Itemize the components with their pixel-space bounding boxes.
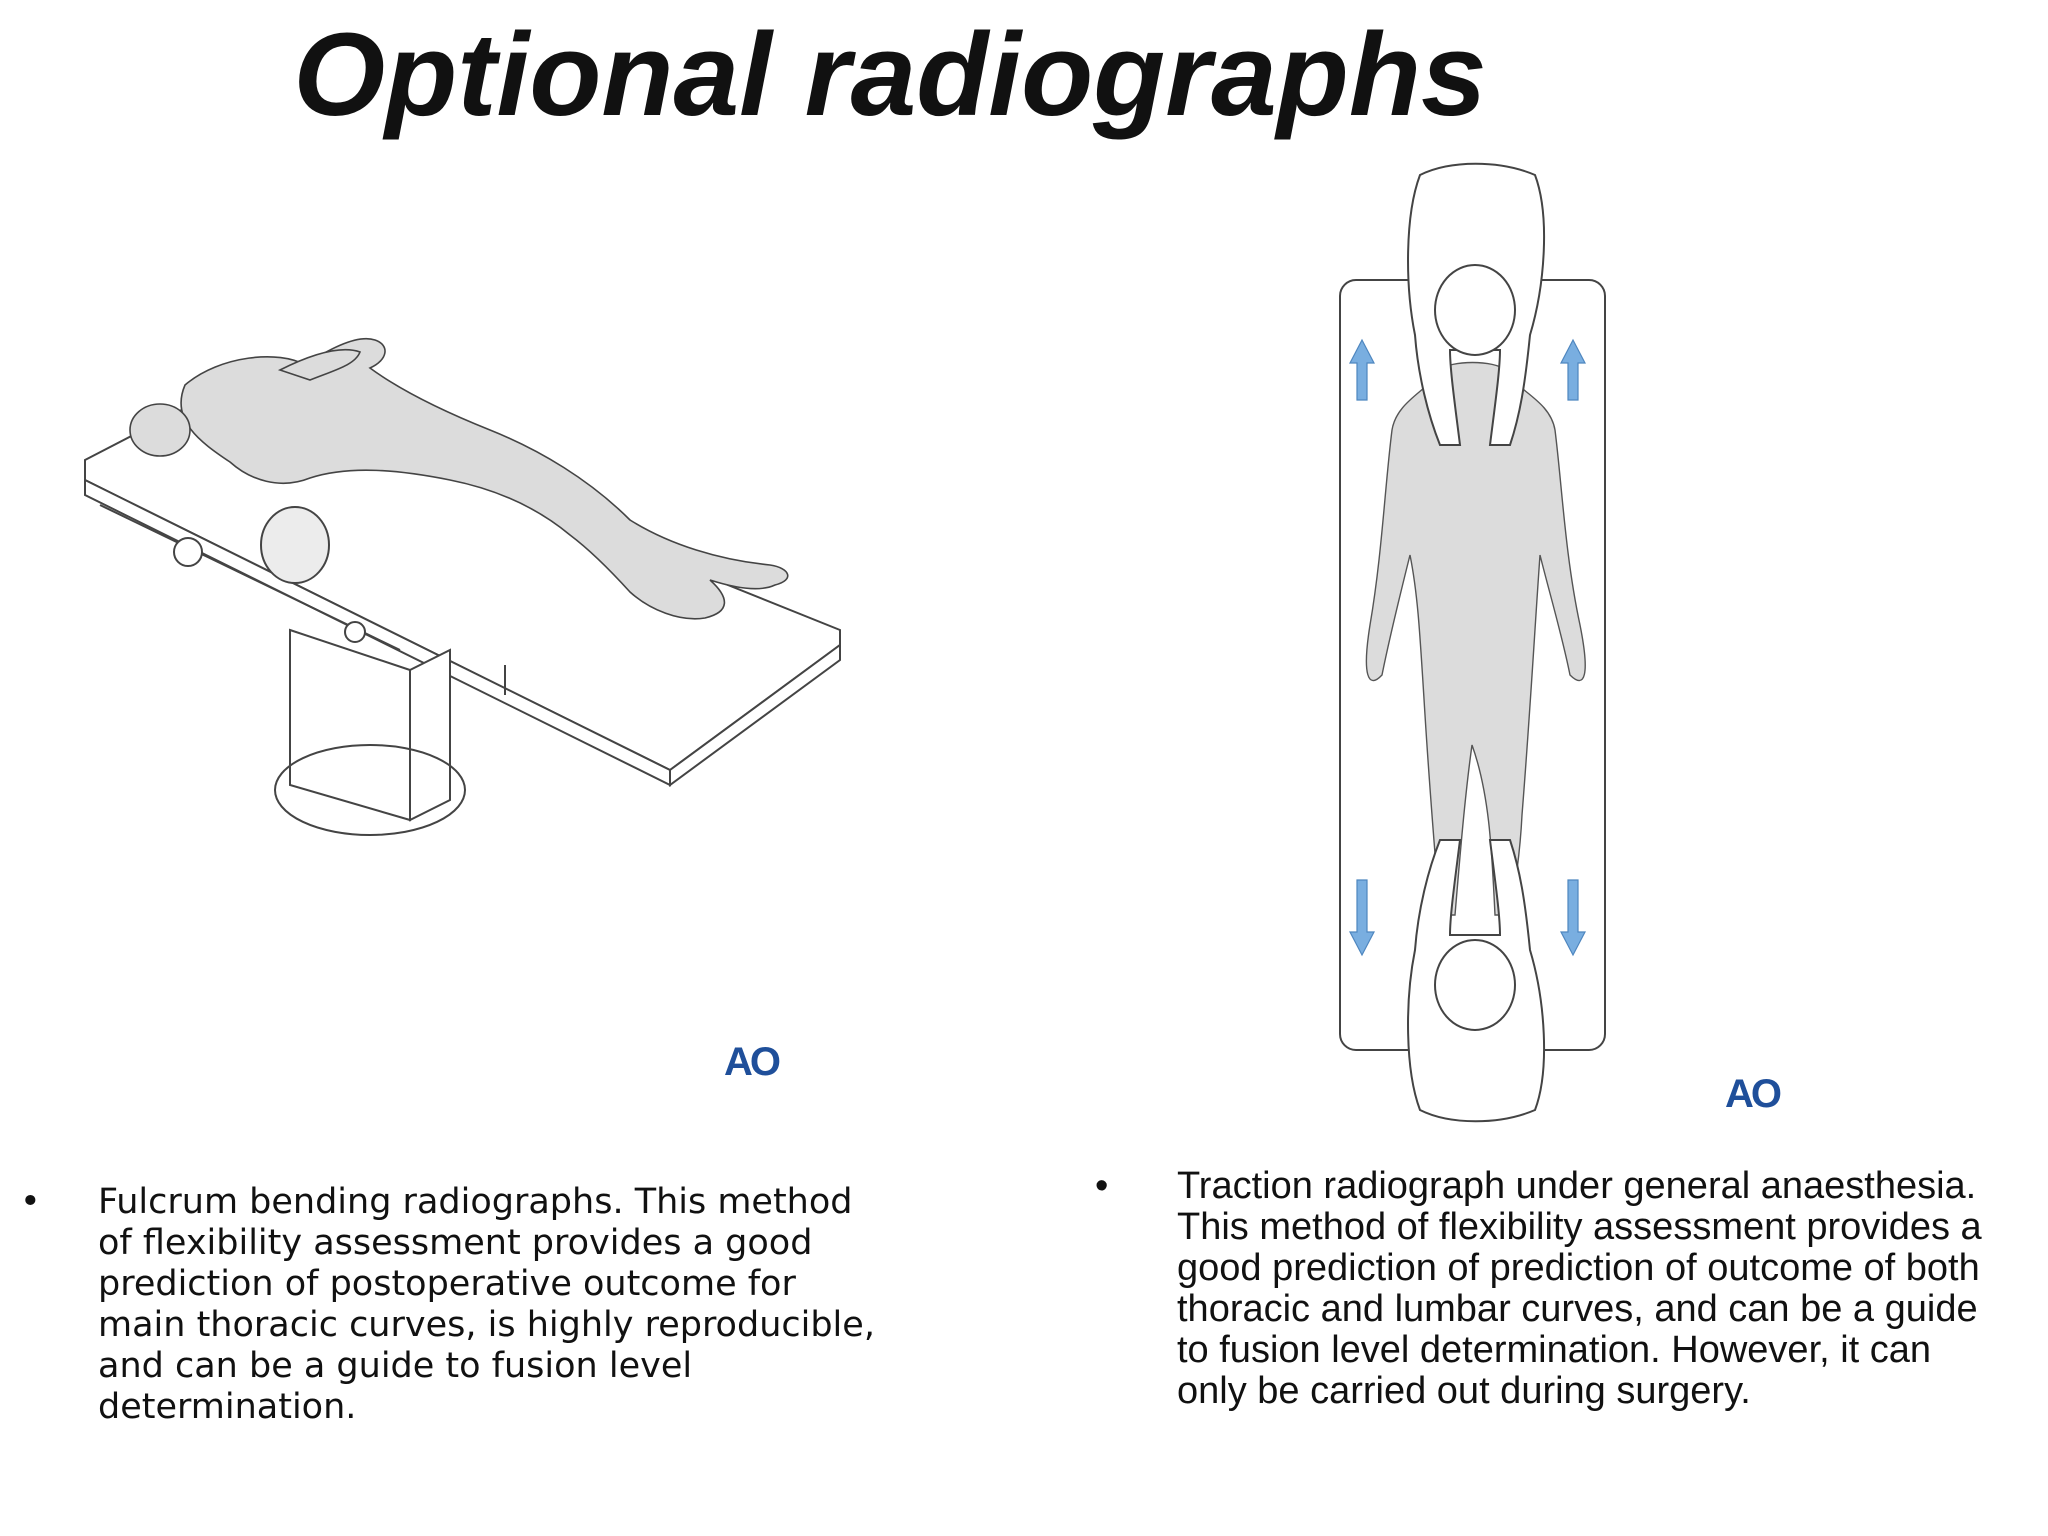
bullet-mark: • (20, 1182, 41, 1222)
bullet-text: Traction radiograph under general anaest… (1177, 1165, 1982, 1412)
arrow-down-left (1349, 879, 1375, 957)
slide-title: Optional radiographs (293, 9, 1487, 141)
helper-bottom (1407, 839, 1546, 1123)
ao-logo-right: AO (1725, 1072, 1782, 1116)
bullet-text: Fulcrum bending radiographs. This method… (98, 1182, 875, 1427)
patient-body (1365, 361, 1586, 916)
arrow-down-right (1560, 879, 1586, 957)
ao-logo-left: AO (724, 1040, 781, 1084)
fulcrum-bending-illustration (84, 338, 841, 836)
bullet-mark: • (1095, 1165, 1109, 1207)
traction-radiograph-illustration (1339, 162, 1606, 1123)
helper-top (1407, 162, 1546, 446)
arrow-up-left (1349, 338, 1375, 401)
fulcrum-roll (260, 506, 330, 584)
patient-figure (129, 338, 789, 620)
bullet-fulcrum-bending: • Fulcrum bending radiographs. This meth… (20, 1182, 880, 1428)
bullet-traction-radiograph: • Traction radiograph under general anae… (1095, 1166, 1995, 1412)
arrow-up-right (1560, 338, 1586, 401)
